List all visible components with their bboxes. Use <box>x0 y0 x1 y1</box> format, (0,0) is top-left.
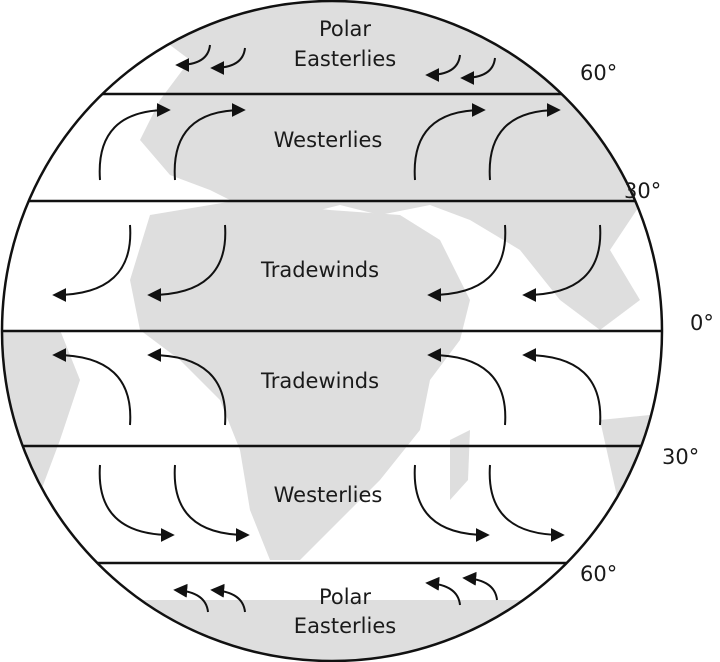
north-polar-label-2: Easterlies <box>294 47 396 71</box>
south-tradewinds-label: Tradewinds <box>260 369 379 393</box>
madagascar-land <box>450 430 470 500</box>
south-westerly-arrow <box>173 464 250 542</box>
north-westerlies-label: Westerlies <box>274 128 383 152</box>
north-polar-label-1: Polar <box>319 17 371 41</box>
latitude-lines <box>2 92 662 565</box>
lat-60s-label: 60° <box>580 562 617 586</box>
south-polar-easterly-arrow <box>425 576 461 606</box>
south-polar-label-1: Polar <box>319 585 371 609</box>
north-tradewind-arrow <box>52 224 132 302</box>
south-polar-easterly-arrow <box>210 583 246 613</box>
north-westerly-arrow <box>413 103 486 181</box>
south-tradewind-arrow <box>147 348 227 426</box>
north-tradewinds-label: Tradewinds <box>260 258 379 282</box>
north-westerly-arrow <box>173 103 246 181</box>
north-westerly-arrow <box>98 103 171 181</box>
south-tradewind-arrow <box>52 348 132 426</box>
south-tradewind-arrow <box>522 348 602 426</box>
south-westerlies-label: Westerlies <box>274 483 383 507</box>
africa-land <box>130 200 470 560</box>
north-tradewind-arrow <box>147 224 227 302</box>
lat-60n-label: 60° <box>580 61 617 85</box>
lat-0-label: 0° <box>690 311 714 335</box>
north-polar-easterly-arrow <box>210 47 246 75</box>
lat-30n-label: 30° <box>624 179 661 203</box>
lat-30s-label: 30° <box>662 445 699 469</box>
north-westerly-arrow <box>488 103 561 181</box>
north-tradewind-arrow <box>522 224 602 302</box>
south-polar-easterly-arrow <box>462 571 498 601</box>
south-polar-easterly-arrow <box>173 583 209 613</box>
south-polar-label-2: Easterlies <box>294 614 396 638</box>
north-polar-easterly-arrow <box>425 54 461 82</box>
wind-arrows <box>52 44 602 613</box>
north-tradewind-arrow <box>427 224 507 302</box>
south-westerly-arrow <box>488 464 565 542</box>
north-polar-easterly-arrow <box>460 57 496 85</box>
south-westerly-arrow <box>98 464 175 542</box>
australia-land <box>600 410 662 520</box>
south-tradewind-arrow <box>427 348 507 426</box>
south-westerly-arrow <box>413 464 490 542</box>
north-polar-easterly-arrow <box>175 44 211 72</box>
